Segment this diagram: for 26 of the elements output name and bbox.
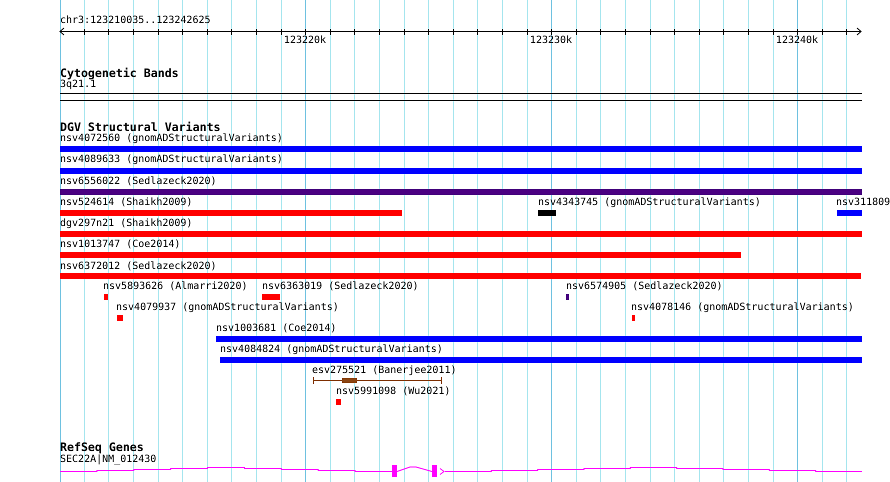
feature-label: nsv4072560 (gnomADStructuralVariants) bbox=[60, 133, 283, 145]
feature-label: nsv4343745 (gnomADStructuralVariants) bbox=[538, 197, 761, 209]
feature-label: nsv524614 (Shaikh2009) bbox=[60, 197, 192, 209]
feature-label: nsv4084824 (gnomADStructuralVariants) bbox=[220, 344, 443, 356]
track-title: DGV Structural Variants bbox=[60, 121, 221, 133]
feature-label: nsv6556022 (Sedlazeck2020) bbox=[60, 176, 217, 188]
feature-label: 3q21.1 bbox=[60, 79, 96, 91]
feature-label: nsv1013747 (Coe2014) bbox=[60, 239, 180, 251]
feature-label: dgv297n21 (Shaikh2009) bbox=[60, 218, 192, 230]
feature-label: nsv4079937 (gnomADStructuralVariants) bbox=[116, 302, 339, 314]
feature-label: SEC22A|NM_012430 bbox=[60, 454, 156, 466]
feature-label: nsv5893626 (Almarri2020) bbox=[103, 281, 248, 293]
feature-label: nsv6372012 (Sedlazeck2020) bbox=[60, 261, 217, 273]
feature-label: esv275521 (Banerjee2011) bbox=[312, 365, 456, 377]
tick-label: 123240k bbox=[776, 35, 818, 47]
feature-label: nsv5991098 (Wu2021) bbox=[336, 386, 450, 398]
feature-label: nsv311809 bbox=[836, 197, 890, 209]
feature-label: nsv4089633 (gnomADStructuralVariants) bbox=[60, 154, 283, 166]
coordinate-label: chr3:123210035..123242625 bbox=[60, 15, 211, 27]
feature-label: nsv6574905 (Sedlazeck2020) bbox=[566, 281, 723, 293]
feature-label: nsv6363019 (Sedlazeck2020) bbox=[262, 281, 419, 293]
tick-label: 123220k bbox=[284, 35, 326, 47]
feature-label: nsv4078146 (gnomADStructuralVariants) bbox=[631, 302, 854, 314]
feature-label: nsv1003681 (Coe2014) bbox=[216, 323, 336, 335]
tick-label: 123230k bbox=[530, 35, 572, 47]
track-title: Cytogenetic Bands bbox=[60, 67, 179, 79]
